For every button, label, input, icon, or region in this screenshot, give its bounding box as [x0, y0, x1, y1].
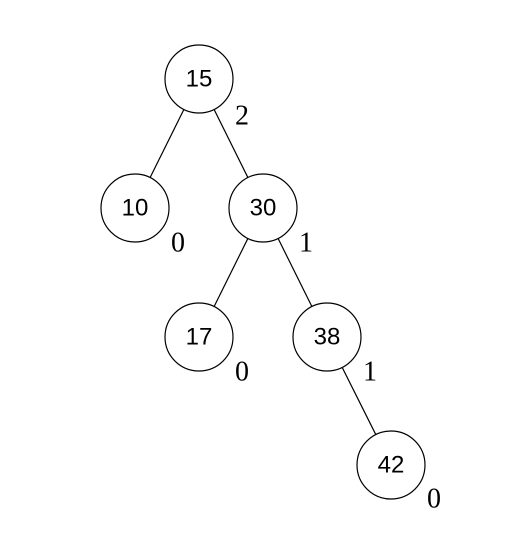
tree-node-17: 17 0: [164, 302, 249, 388]
node-circle: [292, 302, 362, 372]
tree-node-30: 30 1: [228, 173, 313, 259]
node-key: 42: [378, 452, 405, 479]
node-key: 30: [250, 195, 277, 222]
node-balance-label: 0: [427, 484, 441, 515]
tree-node-15: 15 2: [164, 44, 249, 132]
node-key: 38: [314, 324, 341, 351]
node-circle: [228, 173, 298, 243]
node-balance-label: 1: [299, 228, 313, 259]
node-key: 17: [186, 324, 213, 351]
node-balance-label: 0: [171, 228, 185, 259]
node-key: 15: [186, 66, 213, 93]
node-circle: [356, 430, 426, 500]
node-key: 10: [122, 195, 149, 222]
node-balance-label: 0: [235, 357, 249, 388]
node-balance-label: 2: [235, 101, 249, 132]
node-circle: [100, 173, 170, 243]
node-circle: [164, 44, 234, 114]
tree-edges: [134, 78, 392, 466]
node-circle: [164, 302, 234, 372]
tree-nodes: 15 2 10 0 30 1 17 0 38 1 42 0: [100, 44, 441, 515]
tree-node-42: 42 0: [356, 430, 441, 515]
tree-node-10: 10 0: [100, 173, 185, 259]
node-balance-label: 1: [363, 357, 377, 388]
tree-node-38: 38 1: [292, 302, 377, 388]
